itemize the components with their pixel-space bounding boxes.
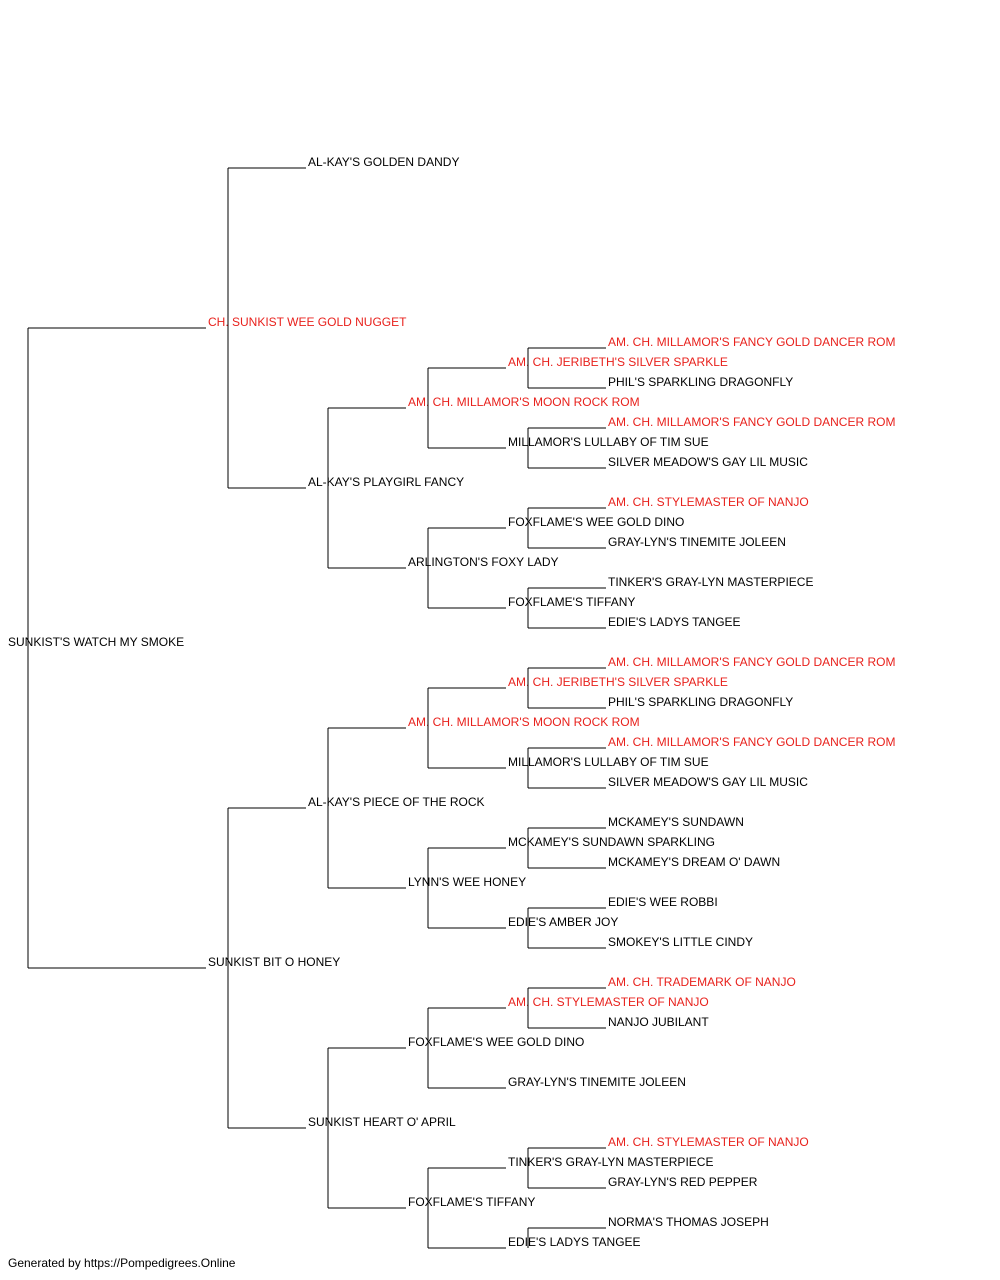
pedigree-name-dam-dam-sire-sire: AM. CH. STYLEMASTER OF NANJO: [508, 995, 709, 1009]
pedigree-name-dam-dam-dam-dam-sire: NORMA'S THOMAS JOSEPH: [608, 1215, 769, 1229]
pedigree-name-dam: SUNKIST BIT O HONEY: [208, 955, 340, 969]
pedigree-name-sire-dam-dam-sire-sire: AM. CH. STYLEMASTER OF NANJO: [608, 495, 809, 509]
pedigree-name-dam-sire-sire-sire-dam: PHIL'S SPARKLING DRAGONFLY: [608, 695, 793, 709]
pedigree-name-dam-dam-dam-dam: EDIE'S LADYS TANGEE: [508, 1235, 641, 1249]
pedigree-name-sire-dam: AL-KAY'S PLAYGIRL FANCY: [308, 475, 464, 489]
pedigree-name-sire-dam-dam-sire: FOXFLAME'S WEE GOLD DINO: [508, 515, 684, 529]
pedigree-name-sire-dam-dam: ARLINGTON'S FOXY LADY: [408, 555, 559, 569]
pedigree-name-dam-sire-sire-sire: AM. CH. JERIBETH'S SILVER SPARKLE: [508, 675, 728, 689]
pedigree-name-dam-dam-sire: FOXFLAME'S WEE GOLD DINO: [408, 1035, 584, 1049]
pedigree-name-sire-dam-dam-dam-sire: TINKER'S GRAY-LYN MASTERPIECE: [608, 575, 813, 589]
pedigree-name-dam-sire-dam-sire-dam: MCKAMEY'S DREAM O' DAWN: [608, 855, 780, 869]
pedigree-name-sire-dam-dam-dam-dam: EDIE'S LADYS TANGEE: [608, 615, 741, 629]
pedigree-name-sire-dam-dam-sire-dam: GRAY-LYN'S TINEMITE JOLEEN: [608, 535, 786, 549]
pedigree-name-dam-sire-sire-sire-sire: AM. CH. MILLAMOR'S FANCY GOLD DANCER ROM: [608, 655, 895, 669]
pedigree-name-dam-sire-dam-sire-sire: MCKAMEY'S SUNDAWN: [608, 815, 744, 829]
pedigree-name-: SUNKIST'S WATCH MY SMOKE: [8, 635, 184, 649]
pedigree-name-dam-sire-dam-dam-dam: SMOKEY'S LITTLE CINDY: [608, 935, 753, 949]
pedigree-name-sire-dam-sire-dam: MILLAMOR'S LULLABY OF TIM SUE: [508, 435, 709, 449]
pedigree-name-dam-sire-dam-sire: MCKAMEY'S SUNDAWN SPARKLING: [508, 835, 715, 849]
pedigree-name-dam-dam-dam-sire: TINKER'S GRAY-LYN MASTERPIECE: [508, 1155, 713, 1169]
pedigree-name-sire: CH. SUNKIST WEE GOLD NUGGET: [208, 315, 407, 329]
pedigree-name-dam-dam-dam-sire-sire: AM. CH. STYLEMASTER OF NANJO: [608, 1135, 809, 1149]
pedigree-name-sire-dam-dam-dam: FOXFLAME'S TIFFANY: [508, 595, 635, 609]
pedigree-name-sire-dam-sire-sire: AM. CH. JERIBETH'S SILVER SPARKLE: [508, 355, 728, 369]
pedigree-name-dam-sire: AL-KAY'S PIECE OF THE ROCK: [308, 795, 485, 809]
pedigree-name-dam-dam-sire-sire-dam: NANJO JUBILANT: [608, 1015, 709, 1029]
footer-credit: Generated by https://Pompedigrees.Online: [8, 1256, 236, 1270]
pedigree-name-dam-sire-sire-dam-dam: SILVER MEADOW'S GAY LIL MUSIC: [608, 775, 808, 789]
pedigree-name-dam-sire-dam: LYNN'S WEE HONEY: [408, 875, 526, 889]
pedigree-name-sire-dam-sire-dam-sire: AM. CH. MILLAMOR'S FANCY GOLD DANCER ROM: [608, 415, 895, 429]
pedigree-name-dam-sire-dam-dam-sire: EDIE'S WEE ROBBI: [608, 895, 718, 909]
pedigree-name-sire-sire: AL-KAY'S GOLDEN DANDY: [308, 155, 459, 169]
pedigree-name-sire-dam-sire-dam-dam: SILVER MEADOW'S GAY LIL MUSIC: [608, 455, 808, 469]
pedigree-name-dam-dam-sire-dam: GRAY-LYN'S TINEMITE JOLEEN: [508, 1075, 686, 1089]
pedigree-name-sire-dam-sire-sire-dam: PHIL'S SPARKLING DRAGONFLY: [608, 375, 793, 389]
pedigree-name-dam-dam: SUNKIST HEART O' APRIL: [308, 1115, 456, 1129]
pedigree-name-dam-dam-dam-sire-dam: GRAY-LYN'S RED PEPPER: [608, 1175, 758, 1189]
pedigree-name-sire-dam-sire: AM. CH. MILLAMOR'S MOON ROCK ROM: [408, 395, 640, 409]
pedigree-name-dam-sire-sire-dam-sire: AM. CH. MILLAMOR'S FANCY GOLD DANCER ROM: [608, 735, 895, 749]
pedigree-name-dam-sire-sire: AM. CH. MILLAMOR'S MOON ROCK ROM: [408, 715, 640, 729]
pedigree-name-dam-dam-dam: FOXFLAME'S TIFFANY: [408, 1195, 535, 1209]
pedigree-name-dam-sire-dam-dam: EDIE'S AMBER JOY: [508, 915, 618, 929]
pedigree-name-sire-dam-sire-sire-sire: AM. CH. MILLAMOR'S FANCY GOLD DANCER ROM: [608, 335, 895, 349]
pedigree-name-dam-dam-sire-sire-sire: AM. CH. TRADEMARK OF NANJO: [608, 975, 796, 989]
pedigree-name-dam-sire-sire-dam: MILLAMOR'S LULLABY OF TIM SUE: [508, 755, 709, 769]
